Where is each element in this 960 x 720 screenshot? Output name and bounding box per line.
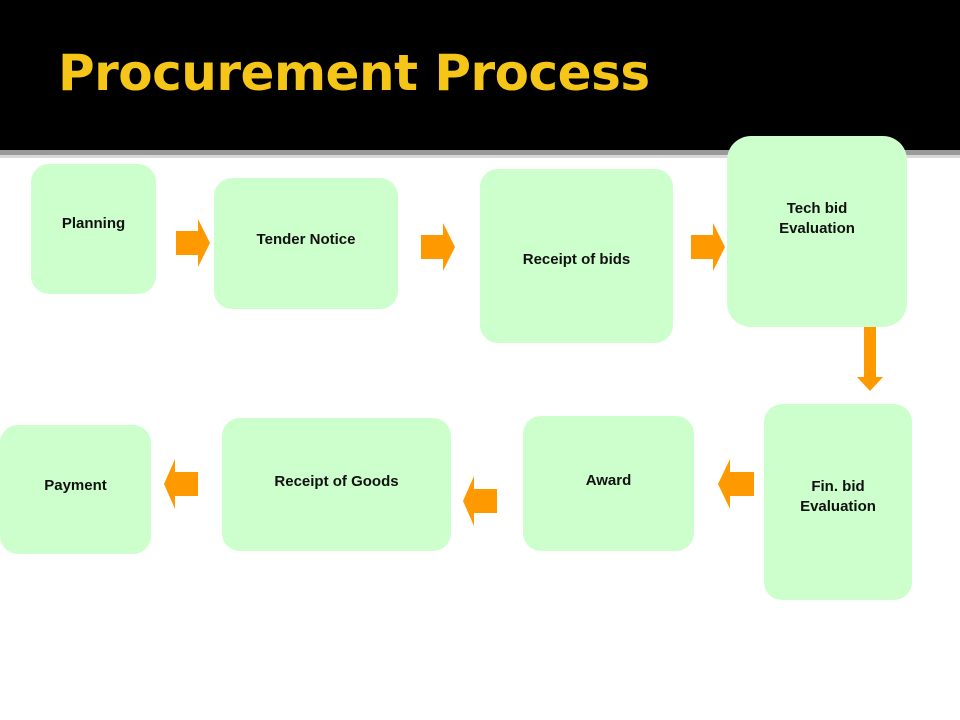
step-tender-notice: Tender Notice (214, 178, 398, 309)
right-arrow-icon (176, 219, 210, 267)
title-divider (0, 150, 960, 155)
step-receipt-of-goods: Receipt of Goods (222, 418, 451, 551)
step-label: Award (585, 471, 632, 489)
step-label: Tech bid Evaluation (779, 199, 855, 237)
left-arrow-icon (164, 459, 198, 509)
down-arrow-icon (857, 327, 883, 391)
step-label: Planning (61, 215, 126, 232)
step-fin-bid-evaluation: Fin. bid Evaluation (764, 404, 912, 600)
page-title: Procurement Process (58, 44, 650, 102)
step-label: Tender Notice (256, 230, 356, 248)
left-arrow-icon (718, 459, 754, 509)
step-label: Fin. bid Evaluation (800, 478, 876, 515)
step-label: Receipt of bids (522, 251, 631, 268)
title-bar (0, 0, 960, 150)
step-tech-bid-evaluation: Tech bid Evaluation (727, 136, 907, 327)
right-arrow-icon (421, 223, 455, 271)
left-arrow-icon (463, 476, 497, 526)
step-award: Award (523, 416, 694, 551)
step-receipt-of-bids: Receipt of bids (480, 169, 673, 343)
right-arrow-icon (691, 223, 725, 271)
step-payment: Payment (0, 425, 151, 554)
step-label: Receipt of Goods (274, 472, 399, 490)
step-label: Payment (44, 476, 107, 494)
title-divider-light (0, 155, 960, 158)
step-planning: Planning (31, 164, 156, 294)
